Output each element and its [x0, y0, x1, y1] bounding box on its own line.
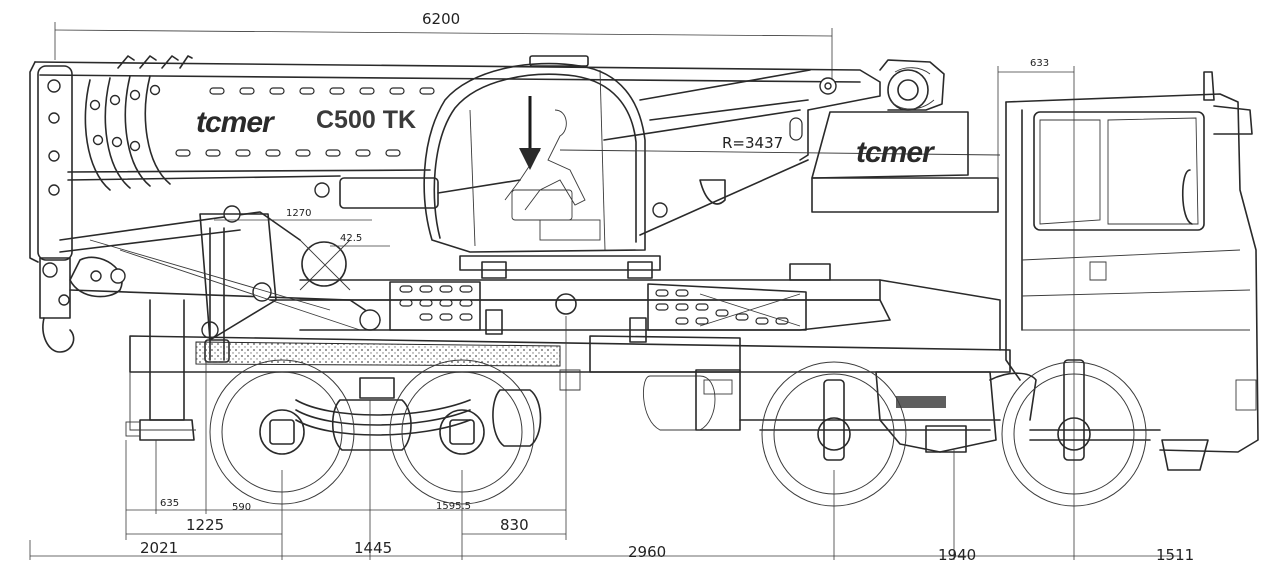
rear-hubs — [331, 389, 542, 451]
dim-text-2960: 2960 — [628, 543, 666, 561]
dim-text-overall-boom: 6200 — [422, 10, 460, 28]
wheel-front-2 — [1001, 359, 1147, 507]
dim-text-2021: 2021 — [140, 539, 178, 557]
rotator-head — [879, 59, 945, 111]
dim-text-15955: 1595.5 — [436, 501, 471, 512]
counterweight-block: tcmer — [811, 111, 999, 213]
dim-text-830: 830 — [500, 516, 529, 534]
dimension-cab-offset: 633 — [997, 58, 1075, 560]
counterweight-logo: tcmer — [856, 136, 936, 169]
dim-text-cab-offset: 633 — [1030, 58, 1049, 69]
crane-boom: tcmer C500 TK — [29, 55, 881, 263]
dim-text-1511: 1511 — [1156, 546, 1194, 564]
dim-text-635: 635 — [160, 498, 179, 509]
dimension-linkage: 1270 42.5 — [214, 208, 390, 247]
frame-panel-left — [389, 281, 481, 331]
dim-text-1445: 1445 — [354, 539, 392, 557]
dimension-bottom: 635 590 1595.5 1225 830 2021 1445 2960 1… — [29, 316, 1194, 564]
load-arrow-icon — [519, 148, 541, 170]
truck-cab — [1005, 71, 1259, 471]
dim-text-1225: 1225 — [186, 516, 224, 534]
boom-slots-top — [209, 87, 435, 95]
operator-cage: R=3437 — [423, 55, 1001, 253]
boom-slots-bottom — [175, 149, 401, 157]
subframe — [269, 255, 1001, 351]
outrigger-linkage — [39, 205, 381, 441]
dim-text-radius: R=3437 — [722, 134, 783, 152]
dim-text-1940: 1940 — [938, 546, 976, 564]
dim-text-590: 590 — [232, 502, 251, 513]
frame-panel-right — [647, 283, 807, 331]
dimension-overall-boom: 6200 — [54, 10, 833, 80]
model-name: C500 TK — [316, 106, 416, 134]
boom-logo: tcmer — [196, 106, 276, 139]
truck-chassis — [125, 335, 1161, 453]
dim-text-425: 42.5 — [340, 233, 362, 244]
dim-text-1270: 1270 — [286, 208, 311, 219]
